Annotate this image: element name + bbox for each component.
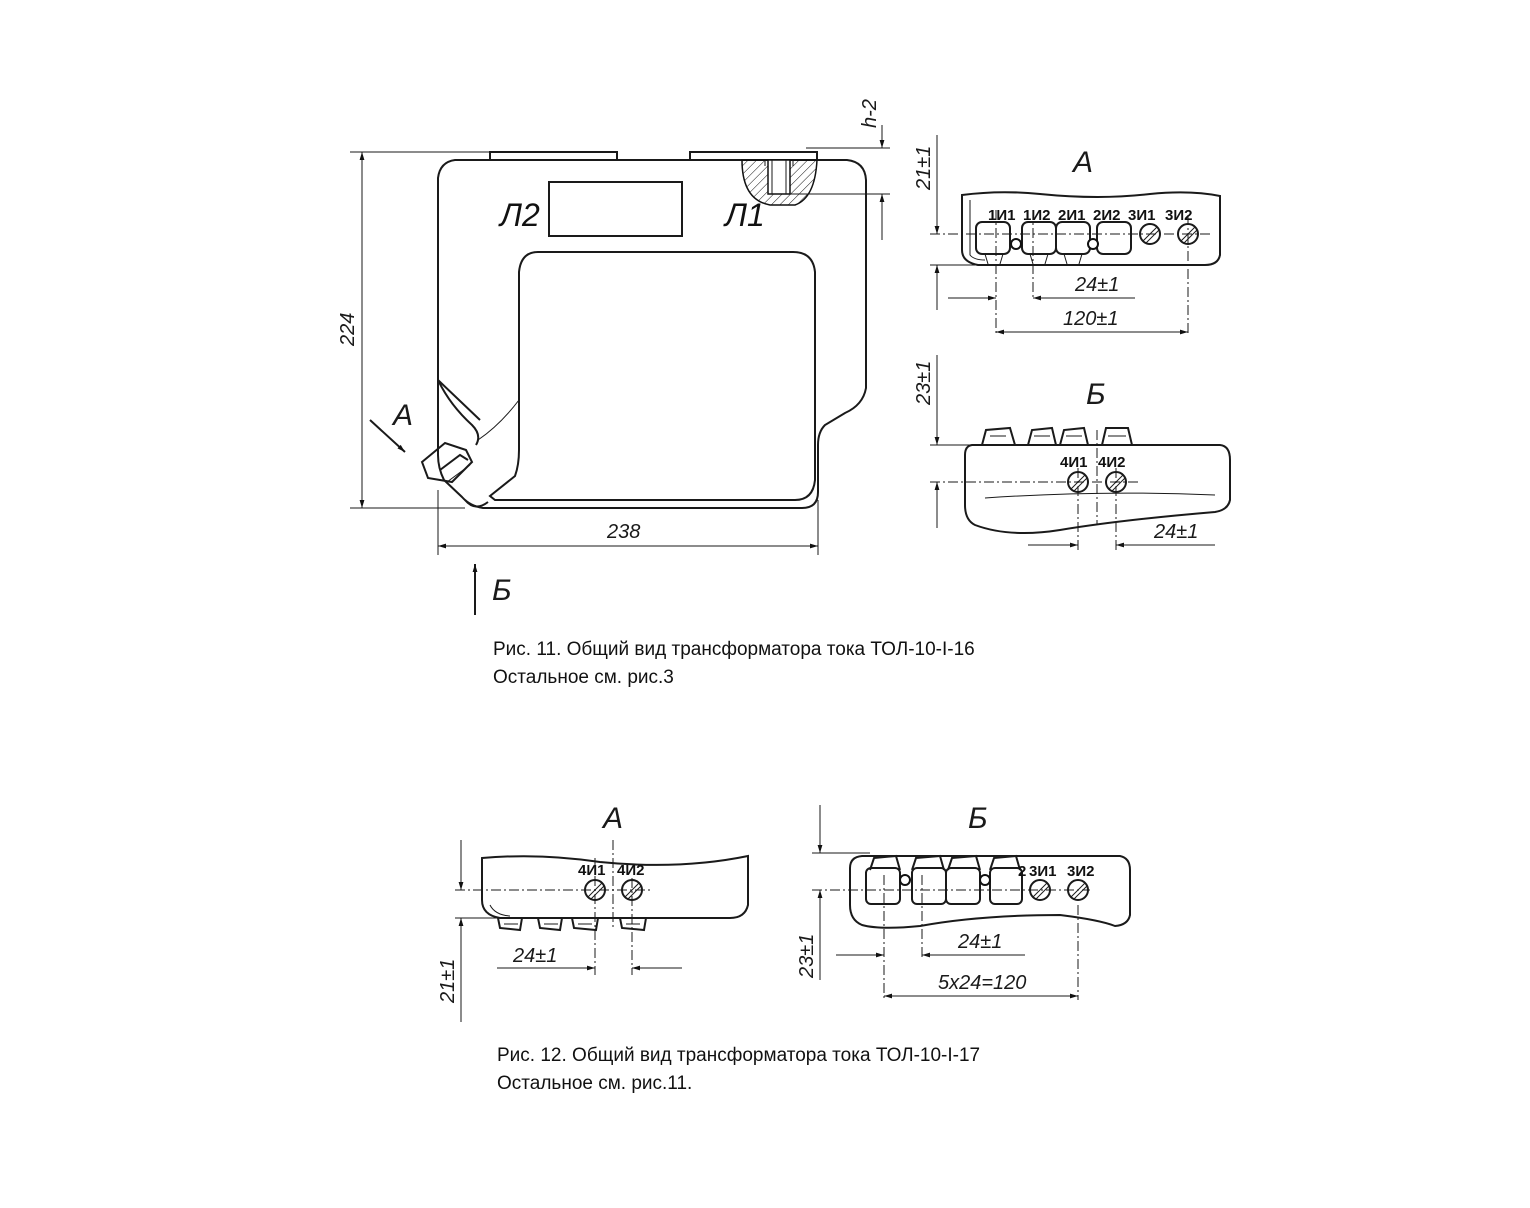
dim-width-text: 238 — [606, 521, 640, 543]
fig11-caption-line1: Рис. 11. Общий вид трансформатора тока Т… — [493, 639, 975, 660]
fig12-view-a-body — [481, 854, 749, 919]
fig11-view-b: Б 4И1 4И2 23±1 24±1 — [913, 355, 1231, 550]
view-a-terminal-caps — [975, 221, 1132, 265]
top-pad-right — [689, 151, 818, 160]
dim-height-text: 224 — [337, 313, 359, 347]
view-b-terminal-2: 4И2 — [1098, 454, 1125, 471]
top-pad-left — [489, 151, 618, 160]
fig11-main-view: Л2 Л1 224 238 — [337, 99, 890, 615]
view-a-terminal-2: 1И2 — [1023, 207, 1050, 224]
view-b-terminal-1: 4И1 — [1060, 454, 1087, 471]
fig12-view-b-dim-pitch: 24±1 — [957, 931, 1002, 953]
transformer-window — [488, 251, 816, 501]
view-b-dim-vertical: 23±1 — [913, 361, 935, 406]
body-bevel-left — [437, 379, 480, 446]
fig12-view-a-title: А — [601, 802, 623, 835]
view-b-title: Б — [1086, 378, 1106, 411]
fig11-caption-line2: Остальное см. рис.3 — [493, 667, 674, 688]
view-arrow-a-label: А — [391, 399, 413, 432]
view-a-terminal-3: 2И1 — [1058, 207, 1085, 224]
fig12-view-b-title: Б — [968, 802, 988, 835]
transformer-body-outline — [437, 159, 867, 509]
terminal-label-l2: Л2 — [498, 197, 540, 233]
fig12-view-b-dim-total: 5x24=120 — [938, 972, 1026, 994]
view-a-dim-pitch: 24±1 — [1074, 274, 1119, 296]
fig12-view-a: А 4И1 4И2 21±1 24±1 — [437, 802, 749, 1022]
fig11-view-a: А 1И1 1И2 2И1 2И2 3И1 3И2 — [913, 135, 1221, 335]
view-a-terminal-4: 2И2 — [1093, 207, 1120, 224]
fig12-view-a-terminal-2: 4И2 — [617, 862, 644, 879]
view-a-title: А — [1071, 146, 1093, 179]
view-a-terminal-6: 3И2 — [1165, 207, 1192, 224]
view-b-body — [964, 444, 1231, 535]
terminal-label-l1: Л1 — [723, 197, 765, 233]
fig12-view-a-dim-vertical: 21±1 — [437, 959, 459, 1004]
fig12-view-b-terminal-1: 3И1 — [1029, 863, 1056, 880]
window-bevel — [477, 399, 520, 441]
secondary-terminal-block — [420, 441, 489, 508]
fig12-caption-line2: Остальное см. рис.11. — [497, 1073, 693, 1094]
fig11-caption: Рис. 11. Общий вид трансформатора тока Т… — [493, 636, 975, 692]
view-a-dim-total: 120±1 — [1063, 308, 1118, 330]
nameplate — [548, 181, 683, 237]
fig12-view-b-terminal-2: 3И2 — [1067, 863, 1094, 880]
fig12-view-a-terminal-1: 4И1 — [578, 862, 605, 879]
view-b-terminal-caps — [981, 426, 1133, 446]
fig12-view-a-dim-pitch: 24±1 — [512, 945, 557, 967]
dim-thread-text: h-2 — [859, 99, 881, 128]
fig12-view-b: Б 2 3И1 3И2 23±1 — [796, 802, 1131, 1000]
view-arrow-b-label: Б — [492, 574, 512, 607]
fig12-caption: Рис. 12. Общий вид трансформатора тока Т… — [497, 1042, 980, 1098]
view-a-dim-vertical: 21±1 — [913, 146, 935, 191]
view-b-dim-pitch: 24±1 — [1153, 521, 1198, 543]
fig12-view-b-dim-vertical: 23±1 — [796, 934, 818, 979]
view-a-terminal-5: 3И1 — [1128, 207, 1155, 224]
view-arrow-a — [369, 419, 406, 453]
fig12-view-b-terminal-caps: 2 — [865, 863, 1026, 905]
svg-text:2: 2 — [1018, 863, 1026, 880]
fig12-view-b-body — [849, 855, 1131, 929]
view-a-terminal-1: 1И1 — [988, 207, 1015, 224]
fig12-caption-line1: Рис. 12. Общий вид трансформатора тока Т… — [497, 1045, 981, 1066]
view-a-body — [961, 191, 1221, 266]
